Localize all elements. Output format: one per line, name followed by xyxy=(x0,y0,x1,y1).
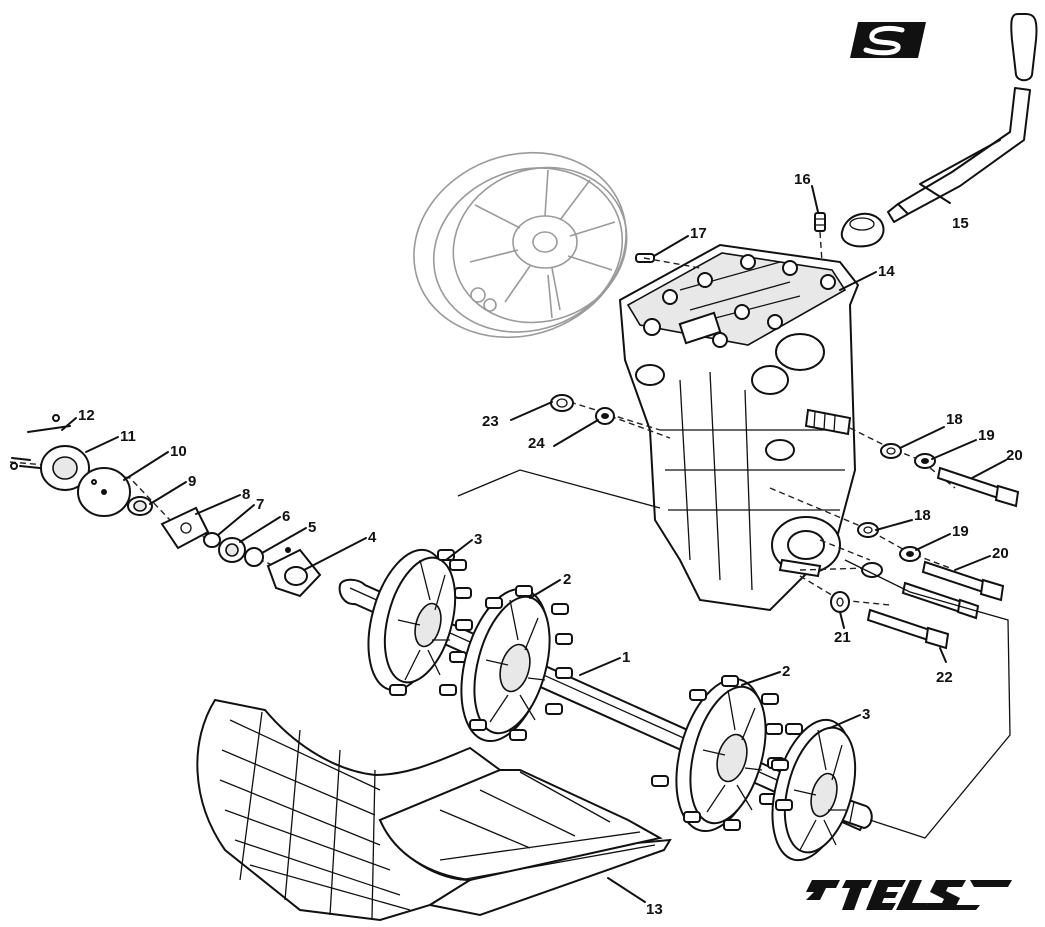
bolt-22 xyxy=(866,608,950,650)
callout-4: 4 xyxy=(368,529,377,546)
callout-19-lower: 19 xyxy=(952,523,969,540)
callout-17: 17 xyxy=(690,225,707,242)
callout-15: 15 xyxy=(952,215,969,232)
callout-11: 11 xyxy=(120,428,136,445)
gasket-10 xyxy=(77,467,131,517)
washer-18-upper xyxy=(880,443,902,459)
callout-10: 10 xyxy=(170,443,187,460)
bolt-20-lower xyxy=(921,560,1005,602)
assembly-outline xyxy=(457,469,1011,839)
gearbox-housing xyxy=(618,243,860,612)
callout-labels: 1 2 2 3 3 4 5 6 7 8 9 10 11 12 13 14 15 … xyxy=(78,171,1023,918)
callout-24: 24 xyxy=(528,435,545,452)
track-belt xyxy=(196,698,672,922)
callout-14: 14 xyxy=(878,263,895,280)
brand-wordmark-stels xyxy=(806,880,1012,910)
callout-2-right: 2 xyxy=(782,663,790,680)
bearing-6 xyxy=(218,537,246,563)
ring-5 xyxy=(244,547,264,567)
bushing-9 xyxy=(127,496,153,516)
callout-20-upper: 20 xyxy=(1006,447,1023,464)
flange-8 xyxy=(160,506,210,550)
sprocket-2-left xyxy=(439,585,573,743)
sprocket-3-right xyxy=(771,718,857,862)
sprocket-3-left xyxy=(367,548,473,696)
callout-8: 8 xyxy=(242,486,250,503)
shift-boot xyxy=(840,212,885,248)
spring-pin xyxy=(814,212,826,232)
bolt-20-upper xyxy=(936,466,1020,508)
washer-24 xyxy=(595,407,615,425)
callout-1: 1 xyxy=(622,649,630,666)
housing-cover-11 xyxy=(10,445,90,491)
callout-18-upper: 18 xyxy=(946,411,963,428)
washer-19-upper xyxy=(914,453,936,469)
callout-20-lower: 20 xyxy=(992,545,1009,562)
drive-pulley-ghost xyxy=(413,151,628,339)
sprocket-2-right xyxy=(651,675,785,833)
brand-logo-s xyxy=(850,22,926,58)
washer-19-lower xyxy=(899,546,921,562)
seal-7 xyxy=(203,532,221,548)
callout-3-left: 3 xyxy=(474,531,482,548)
callout-22: 22 xyxy=(936,669,953,686)
callout-9: 9 xyxy=(188,473,196,490)
callout-13: 13 xyxy=(646,901,663,918)
callout-6: 6 xyxy=(282,508,290,525)
callout-18-lower: 18 xyxy=(914,507,931,524)
nut-23 xyxy=(550,394,574,412)
screw-12 xyxy=(27,414,71,433)
washer-21 xyxy=(830,591,850,613)
callout-3-right: 3 xyxy=(862,706,870,723)
callout-5: 5 xyxy=(308,519,316,536)
washer-extra xyxy=(861,562,883,578)
callout-19-upper: 19 xyxy=(978,427,995,444)
callout-12: 12 xyxy=(78,407,95,424)
callout-16: 16 xyxy=(794,171,811,188)
callout-2-left: 2 xyxy=(563,571,571,588)
leader-lines xyxy=(61,139,1007,903)
callout-23: 23 xyxy=(482,413,499,430)
callout-21: 21 xyxy=(834,629,851,646)
bearing-housing-4 xyxy=(266,547,322,598)
callout-7: 7 xyxy=(256,496,264,513)
